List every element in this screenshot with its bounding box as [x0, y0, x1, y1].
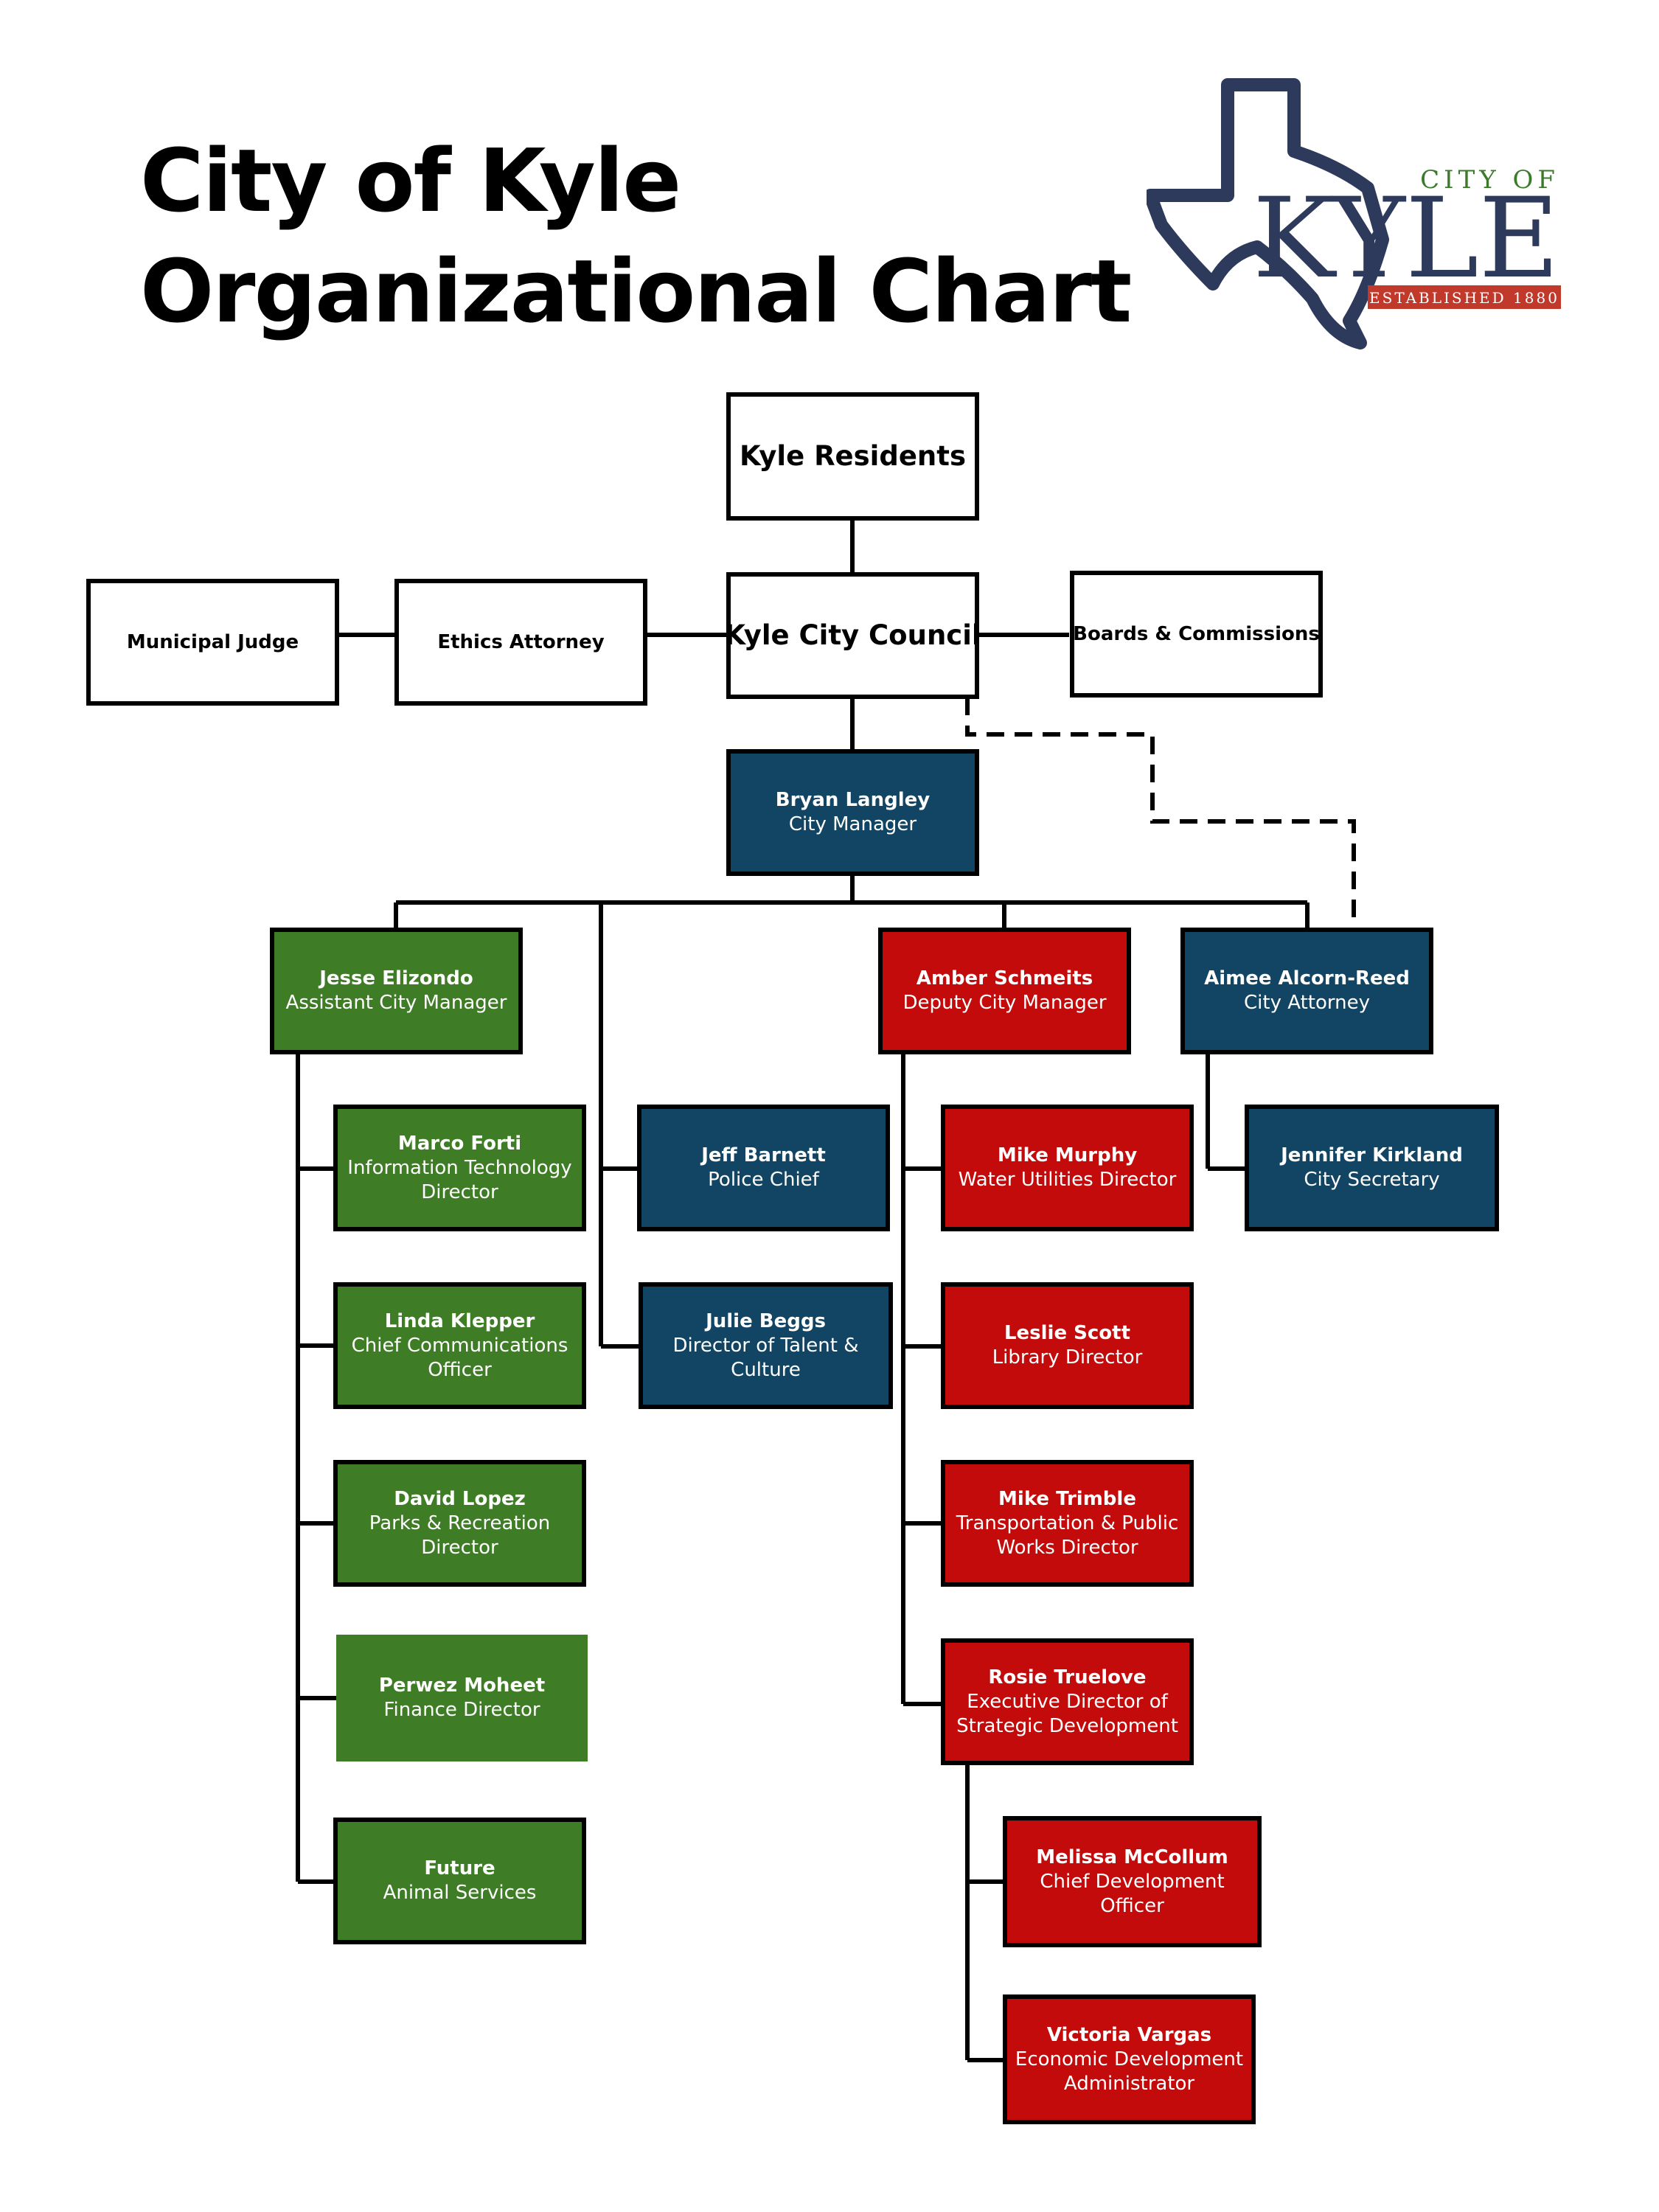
- report-role: Director of Talent & Culture: [672, 1334, 859, 1381]
- report-name: Perwez Moheet: [378, 1674, 546, 1697]
- report-role: Information Technology Director: [347, 1156, 572, 1203]
- city-secretary-box: Jennifer Kirkland City Secretary: [1245, 1105, 1499, 1231]
- logo-top-text: CITY OF: [1420, 165, 1559, 195]
- report-name: David Lopez: [394, 1487, 526, 1510]
- page-title: City of Kyle Organizational Chart: [140, 125, 1132, 347]
- report-name: Marco Forti: [397, 1132, 522, 1155]
- report-role: Chief Communications Officer: [351, 1334, 568, 1381]
- deputy-city-manager-box: Amber Schmeits Deputy City Manager: [878, 928, 1131, 1054]
- report-role: Water Utilities Director: [958, 1169, 1177, 1191]
- city-council-box: Kyle City Council: [724, 572, 981, 699]
- report-name: Leslie Scott: [1004, 1322, 1131, 1344]
- logo-main-text: KYLE: [1253, 175, 1559, 303]
- residents-label: Kyle Residents: [739, 440, 966, 472]
- it-director-box: Marco Forti Information Technology Direc…: [333, 1105, 586, 1231]
- report-name: Linda Klepper: [384, 1310, 535, 1332]
- report-name: Julie Beggs: [706, 1310, 826, 1332]
- texas-outline-icon: [1147, 78, 1389, 349]
- municipal-judge-box: Municipal Judge: [86, 579, 339, 706]
- report-role: City Secretary: [1304, 1169, 1440, 1191]
- city-logo: CITY OF KYLE ESTABLISHED 1880: [1147, 78, 1561, 349]
- municipal-judge-label: Municipal Judge: [126, 630, 299, 653]
- city-manager-box: Bryan Langley City Manager: [726, 749, 979, 876]
- acm-name: Jesse Elizondo: [319, 967, 473, 990]
- report-role: Chief Development Officer: [1040, 1870, 1225, 1917]
- boards-commissions-label: Boards & Commissions: [1073, 622, 1320, 645]
- report-role: Transportation & Public Works Director: [956, 1512, 1179, 1559]
- acm-role: Assistant City Manager: [285, 992, 507, 1014]
- residents-box: Kyle Residents: [726, 392, 979, 521]
- report-role: Parks & Recreation Director: [369, 1512, 551, 1559]
- report-name: Rosie Truelove: [988, 1666, 1147, 1688]
- water-utilities-box: Mike Murphy Water Utilities Director: [941, 1105, 1194, 1231]
- assistant-city-manager-box: Jesse Elizondo Assistant City Manager: [270, 928, 523, 1054]
- dcm-name: Amber Schmeits: [916, 967, 1093, 990]
- city-attorney-role: City Attorney: [1244, 992, 1370, 1014]
- report-role: Finance Director: [383, 1699, 540, 1721]
- public-works-box: Mike Trimble Transportation & Public Wor…: [941, 1460, 1194, 1587]
- city-attorney-box: Aimee Alcorn-Reed City Attorney: [1180, 928, 1433, 1054]
- finance-director-box: Perwez Moheet Finance Director: [336, 1635, 588, 1761]
- parks-recreation-box: David Lopez Parks & Recreation Director: [333, 1460, 586, 1587]
- report-name: Mike Trimble: [998, 1487, 1136, 1510]
- chief-development-officer-box: Melissa McCollum Chief Development Offic…: [1003, 1816, 1262, 1947]
- animal-services-box: Future Animal Services: [333, 1818, 586, 1944]
- dashed-connector: [965, 698, 1356, 929]
- strategic-development-box: Rosie Truelove Executive Director of Str…: [941, 1638, 1194, 1765]
- boards-commissions-box: Boards & Commissions: [1070, 571, 1323, 698]
- library-director-box: Leslie Scott Library Director: [941, 1282, 1194, 1409]
- city-council-label: Kyle City Council: [724, 619, 981, 651]
- report-role: Economic Development Administrator: [1015, 2048, 1244, 2095]
- report-role: Executive Director of Strategic Developm…: [956, 1690, 1178, 1737]
- report-name: Jeff Barnett: [701, 1144, 826, 1166]
- logo-banner-text: ESTABLISHED 1880: [1369, 289, 1559, 307]
- report-name: Melissa McCollum: [1036, 1846, 1228, 1868]
- police-chief-box: Jeff Barnett Police Chief: [637, 1105, 890, 1231]
- report-role: Animal Services: [383, 1882, 537, 1904]
- title-line-2: Organizational Chart: [140, 240, 1132, 342]
- ethics-attorney-box: Ethics Attorney: [394, 579, 647, 706]
- dcm-role: Deputy City Manager: [902, 992, 1107, 1014]
- ethics-attorney-label: Ethics Attorney: [437, 630, 605, 653]
- talent-culture-box: Julie Beggs Director of Talent & Culture: [639, 1282, 893, 1409]
- report-role: Police Chief: [708, 1169, 819, 1191]
- report-name: Jennifer Kirkland: [1281, 1144, 1463, 1166]
- report-name: Future: [424, 1857, 495, 1879]
- communications-officer-box: Linda Klepper Chief Communications Offic…: [333, 1282, 586, 1409]
- city-manager-name: Bryan Langley: [775, 789, 931, 811]
- title-line-1: City of Kyle: [140, 130, 681, 232]
- report-name: Victoria Vargas: [1046, 2023, 1212, 2046]
- economic-development-box: Victoria Vargas Economic Development Adm…: [1003, 1994, 1256, 2124]
- report-role: Library Director: [992, 1346, 1143, 1368]
- city-attorney-name: Aimee Alcorn-Reed: [1204, 967, 1410, 990]
- city-manager-role: City Manager: [788, 813, 917, 835]
- report-name: Mike Murphy: [997, 1144, 1138, 1166]
